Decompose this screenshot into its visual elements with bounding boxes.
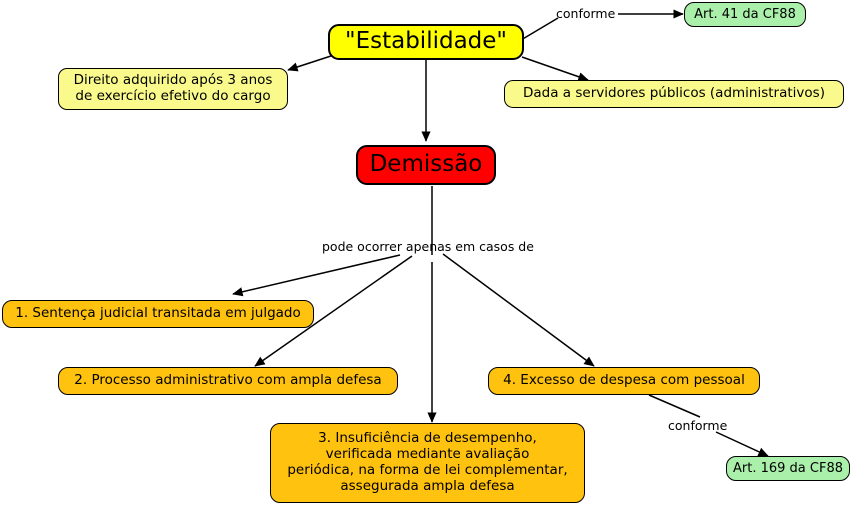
node-dada-servidores[interactable]: Dada a servidores públicos (administrati… (504, 80, 844, 108)
node-caso-1-sentenca-judicial[interactable]: 1. Sentença judicial transitada em julga… (2, 300, 314, 328)
edge-hub-to-caso1 (232, 254, 401, 297)
edge-hub-to-caso4 (442, 253, 595, 367)
edge-root-to-art41 (520, 17, 559, 41)
node-caso-3-insuficiencia-desempenho[interactable]: 3. Insuficiência de desempenho, verifica… (270, 423, 585, 503)
node-art-169-cf88[interactable]: Art. 169 da CF88 (726, 456, 850, 481)
edge-label-conforme-bottom: conforme (668, 418, 728, 433)
node-direito-adquirido[interactable]: Direito adquirido após 3 anos de exercíc… (58, 68, 288, 110)
edge-label-conforme-top: conforme (556, 6, 616, 21)
edge-caso4-to-conforme (648, 394, 701, 418)
edge-root-to-servidores (521, 56, 589, 82)
node-caso-4-excesso-despesa[interactable]: 4. Excesso de despesa com pessoal (488, 367, 760, 395)
edge-label-pode-ocorrer: pode ocorrer apenas em casos de (322, 239, 534, 254)
edge-conforme-to-art169 (715, 431, 769, 457)
node-estabilidade[interactable]: "Estabilidade" (328, 24, 524, 60)
node-caso-2-processo-administrativo[interactable]: 2. Processo administrativo com ampla def… (58, 367, 398, 395)
node-art-41-cf88[interactable]: Art. 41 da CF88 (684, 2, 806, 27)
node-demissao[interactable]: Demissão (356, 145, 496, 185)
edge-root-to-direito (287, 54, 335, 72)
